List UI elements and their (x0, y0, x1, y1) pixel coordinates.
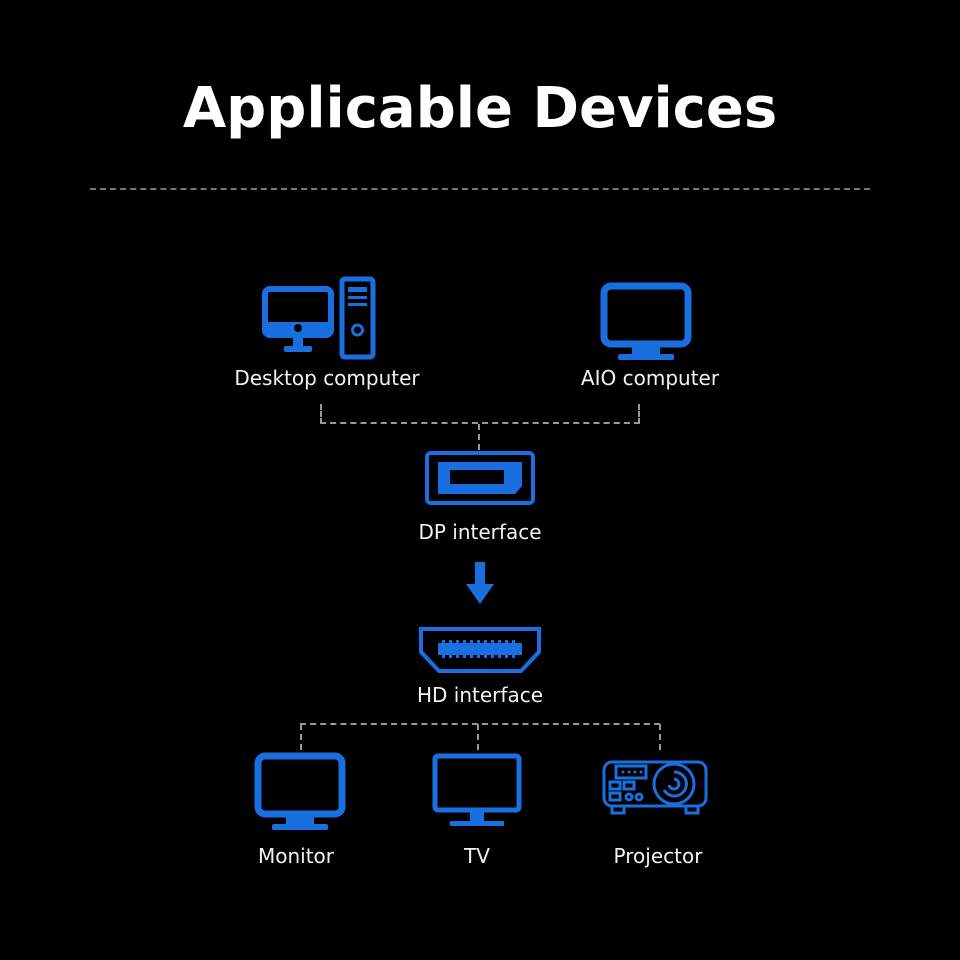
displayport-icon (425, 451, 535, 505)
tv-label: TV (464, 844, 490, 868)
monitor-label: Monitor (257, 844, 335, 868)
tv-icon (432, 753, 522, 826)
connector (320, 422, 640, 424)
connector (659, 724, 661, 750)
desktop-computer-label: Desktop computer (234, 366, 420, 390)
connector (478, 424, 480, 450)
connector (477, 724, 479, 750)
aio-computer-icon (600, 282, 692, 360)
hd-interface-label: HD interface (417, 683, 543, 707)
title-divider (90, 188, 870, 190)
connector (300, 723, 660, 725)
desktop-computer-icon (262, 276, 376, 360)
connector (300, 724, 302, 750)
aio-computer-label: AIO computer (580, 366, 720, 390)
connector (320, 404, 322, 424)
projector-label: Projector (613, 844, 703, 868)
arrow-down-icon (466, 562, 494, 604)
hdmi-port-icon (419, 627, 541, 673)
page-title: Applicable Devices (182, 76, 778, 141)
projector-icon (602, 760, 708, 815)
connector (638, 404, 640, 424)
monitor-icon (254, 752, 346, 830)
dp-interface-label: DP interface (418, 520, 542, 544)
